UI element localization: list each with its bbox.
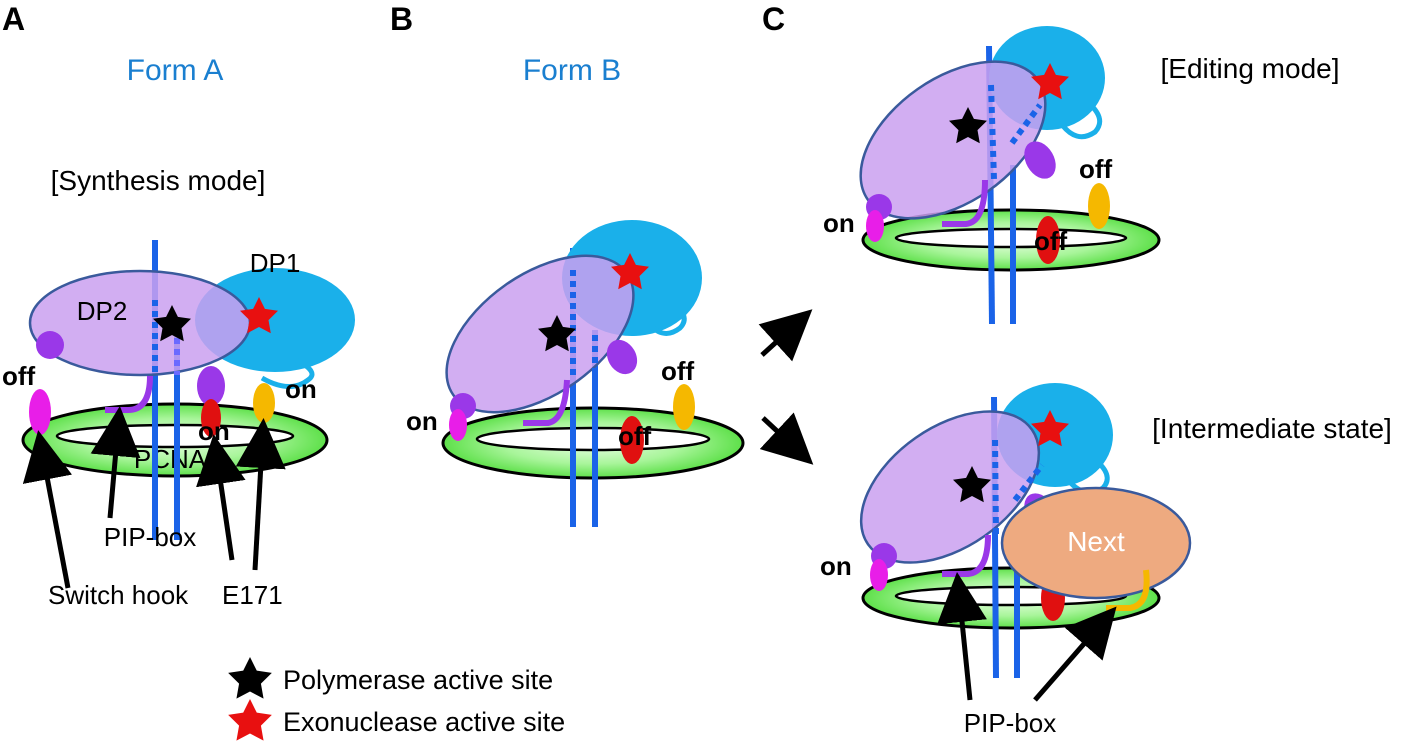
dp2-subunit <box>28 269 252 377</box>
off-label-yellow: off <box>1079 154 1113 184</box>
e171-label: E171 <box>222 580 283 610</box>
yellow-site <box>673 384 695 430</box>
on-label-switch-hook: on <box>820 551 852 581</box>
dp2-purple-site <box>36 331 64 359</box>
intermediate-state-label: [Intermediate state] <box>1152 413 1392 444</box>
off-label-e171: off <box>618 421 652 451</box>
dna-in-dp2 <box>992 439 999 536</box>
arrow-to-pip-box <box>90 406 141 519</box>
pcna-label: PCNA <box>134 444 207 474</box>
panel-b: B Form B on off off <box>390 1 745 527</box>
on-label-yellow: on <box>285 374 317 404</box>
yellow-site <box>1088 183 1110 229</box>
primer-in-dp2 <box>1012 463 1045 502</box>
switch-hook-site <box>29 389 51 435</box>
dp2-label: DP2 <box>77 296 128 326</box>
arrow-to-switch-hook <box>22 430 72 589</box>
pip-box-label-c: PIP-box <box>964 708 1057 738</box>
pip-box-tail <box>523 379 570 426</box>
arrow-to-yellow-site <box>235 418 286 571</box>
synthesis-mode-label: [Synthesis mode] <box>51 165 266 196</box>
on-label-switch-hook: on <box>406 406 438 436</box>
legend-exonuclease-star <box>228 699 272 741</box>
dp1-linker <box>643 297 687 336</box>
dna-in-dp2 <box>988 84 997 181</box>
e171-site <box>620 416 644 464</box>
switch-hook-site <box>866 210 884 242</box>
form-b-title: Form B <box>523 54 621 87</box>
next-label: Next <box>1067 526 1125 557</box>
dp1-linker <box>260 357 315 389</box>
yellow-site <box>253 383 275 423</box>
e171-site <box>1036 216 1060 264</box>
legend: Polymerase active site Exonuclease activ… <box>228 657 565 741</box>
switch-hook-site <box>449 409 467 441</box>
dp2-subunit <box>859 410 1041 564</box>
panel-a: A Form A [Synthesis mode] PCNA DP1 DP2 o… <box>2 1 355 610</box>
arrow-to-e171 <box>196 434 246 561</box>
primer-in-dp2 <box>1009 103 1043 145</box>
purple-site <box>1024 141 1056 179</box>
pip-box-label: PIP-box <box>104 522 197 552</box>
next-protein <box>1000 486 1192 600</box>
legend-polymerase-label: Polymerase active site <box>283 665 553 695</box>
legend-polymerase-star <box>228 657 272 699</box>
next-pip-box-tail <box>1106 569 1150 611</box>
panel-letter-b: B <box>390 1 413 37</box>
arrow-to-dp2-pip-box <box>937 572 987 701</box>
arrow-to-intermediate-state <box>759 412 814 465</box>
editing-mode-label: [Editing mode] <box>1161 53 1340 84</box>
form-a-title: Form A <box>127 54 224 87</box>
dp1-label: DP1 <box>250 248 301 278</box>
panel-c-editing: C [Editing mode] on off off <box>762 1 1340 325</box>
off-label-e171: off <box>1034 226 1068 256</box>
purple-site-center <box>197 366 225 406</box>
off-label-switch-hook: off <box>2 361 36 391</box>
arrow-to-editing-mode <box>758 309 813 362</box>
switch-hook-label: Switch hook <box>48 580 189 610</box>
on-label-switch-hook: on <box>823 208 855 238</box>
e171-site <box>201 399 221 437</box>
arrow-to-next-pip-box <box>1033 606 1117 702</box>
on-label-e171: on <box>198 416 230 446</box>
panel-letter-a: A <box>2 1 25 37</box>
panel-c-intermediate: [Intermediate state] Next on PIP-box <box>820 383 1392 738</box>
legend-exonuclease-label: Exonuclease active site <box>283 707 565 737</box>
pip-box-tail <box>942 179 988 227</box>
purple-site <box>606 339 638 375</box>
panel-letter-c: C <box>762 1 785 37</box>
switch-hook-site <box>870 559 888 591</box>
dp1-linker <box>1057 98 1103 140</box>
off-label-yellow: off <box>661 356 695 386</box>
